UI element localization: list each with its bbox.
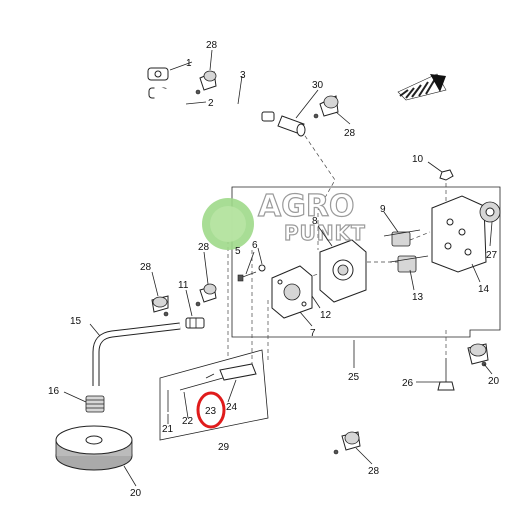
callout-13: 13 [412, 292, 424, 303]
grease-nipple-part [195, 70, 217, 95]
highlight-circle [196, 391, 226, 429]
fitting-part [185, 317, 205, 329]
callout-25: 25 [348, 372, 360, 383]
pipe-part [154, 86, 275, 142]
bolt-part [237, 271, 257, 282]
grease-nipple-part [151, 295, 169, 317]
nut-part [439, 169, 454, 181]
grease-nipple-part [333, 431, 361, 455]
callout-23: 23 [205, 406, 217, 417]
callout-2: 2 [208, 98, 214, 109]
callout-8: 8 [312, 216, 318, 227]
callout-28: 28 [198, 242, 210, 253]
gear-shaft-part [389, 255, 429, 273]
pin-assembly-frame [159, 349, 269, 441]
callout-5: 5 [235, 246, 241, 257]
grease-nipple-part [313, 95, 339, 119]
callout-9: 9 [380, 204, 386, 215]
callout-28: 28 [368, 466, 380, 477]
long-bolt-part [437, 358, 455, 391]
callout-6: 6 [252, 240, 258, 251]
callout-10: 10 [412, 154, 424, 165]
agropunkt-logo: AGRO PUNKT [202, 188, 366, 250]
direction-arrow-icon [397, 73, 447, 101]
grease-nipple-part [467, 343, 489, 367]
grease-nipple-part [195, 283, 217, 307]
callout-24: 24 [226, 402, 238, 413]
callout-14: 14 [478, 284, 490, 295]
callout-28: 28 [206, 40, 218, 51]
hose-connector-part [277, 115, 306, 137]
cover-plate-part [271, 265, 313, 319]
callout-12: 12 [320, 310, 332, 321]
assembly-frame [231, 186, 501, 338]
callout-28: 28 [344, 128, 356, 139]
filter-disc-part [55, 425, 133, 471]
callout-11: 11 [178, 280, 189, 291]
pin-part [167, 363, 257, 412]
callout-15: 15 [70, 316, 82, 327]
guide-lines [227, 129, 447, 370]
pump-body-part [319, 239, 367, 303]
callout-1: 1 [186, 58, 192, 69]
leader-lines [63, 49, 493, 487]
callout-labels: 1 2 3 28 30 28 10 8 9 27 5 6 28 28 11 12… [48, 40, 500, 499]
callout-29: 29 [218, 442, 230, 453]
callout-28: 28 [140, 262, 152, 273]
callout-22: 22 [182, 416, 194, 427]
callout-27: 27 [486, 250, 498, 261]
callout-16: 16 [48, 386, 60, 397]
callout-3: 3 [240, 70, 246, 81]
callout-20: 20 [488, 376, 500, 387]
hose-part [92, 322, 181, 386]
pump-housing-part [431, 195, 487, 273]
gear-shaft-part [383, 229, 421, 247]
callout-20: 20 [130, 488, 142, 499]
spring-part [85, 395, 105, 413]
gear-part [479, 201, 501, 223]
logo-text-line2: PUNKT [284, 221, 366, 245]
washer-part [258, 264, 266, 272]
callout-7: 7 [310, 328, 316, 339]
logo-text-line1: AGRO [258, 189, 354, 224]
callout-26: 26 [402, 378, 414, 389]
callout-30: 30 [312, 80, 324, 91]
callout-21: 21 [162, 424, 174, 435]
